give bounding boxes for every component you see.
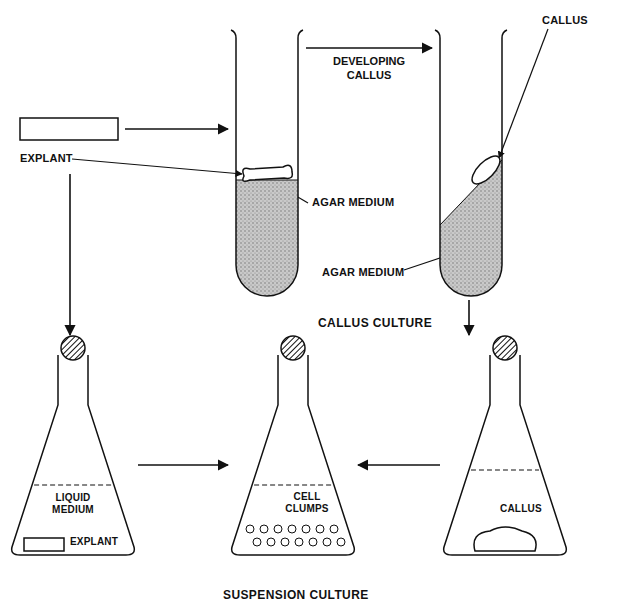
part-label: CALLUS: [542, 14, 588, 27]
explant-rect: [24, 538, 64, 551]
agar-medium: [440, 160, 502, 296]
explant-piece-shape: [15, 112, 125, 174]
explant-piece: [243, 165, 292, 181]
culture-flask: LIQUID MEDIUM EXPLANT: [8, 335, 138, 560]
part-label: AGAR MEDIUM: [312, 196, 394, 209]
section-caption: SUSPENSION CULTURE: [223, 588, 369, 602]
explant-rect: [20, 118, 118, 140]
cell-clump: [330, 525, 338, 533]
tube-outline: [231, 30, 303, 296]
part-label: EXPLANT: [20, 152, 73, 165]
test-tube: AGAR MEDIUM: [228, 30, 306, 300]
cell-clump: [267, 538, 275, 546]
cell-clump: [260, 525, 268, 533]
callus-mass: [468, 152, 505, 189]
part-label: EXPLANT: [70, 536, 118, 548]
process-arrow: [125, 128, 228, 130]
process-arrow: [69, 174, 71, 335]
flask-outline: [444, 355, 567, 555]
cell-clump: [253, 538, 261, 546]
leader-line: [499, 29, 548, 158]
process-arrow: [358, 464, 440, 466]
culture-flask-shape: [228, 335, 358, 560]
cell-clump: [323, 538, 331, 546]
test-tube: CALLUSAGAR MEDIUM: [432, 30, 510, 300]
cell-clump: [295, 538, 303, 546]
cell-clump: [309, 538, 317, 546]
arrow-label: DEVELOPING CALLUS: [319, 54, 419, 84]
part-label: LIQUID MEDIUM: [43, 492, 103, 516]
cotton-plug: [281, 336, 305, 360]
culture-flask: CALLUS: [440, 335, 570, 560]
cell-clump: [288, 525, 296, 533]
liquid-level: [34, 484, 112, 485]
culture-flask: CELL CLUMPS: [228, 335, 358, 560]
culture-flask-shape: [440, 335, 570, 560]
flask-outline: [232, 355, 355, 555]
process-arrow: [138, 464, 228, 466]
culture-flask-shape: [8, 335, 138, 560]
liquid-level: [254, 484, 332, 485]
cotton-plug: [61, 336, 85, 360]
process-arrow: [468, 300, 470, 335]
cell-clump: [337, 538, 345, 546]
agar-medium: [236, 180, 298, 296]
leader-line: [72, 159, 242, 174]
cotton-plug: [493, 336, 517, 360]
explant-piece: EXPLANT: [15, 112, 125, 174]
process-arrow: [306, 47, 432, 49]
callus-mass: [474, 527, 536, 551]
cell-clump: [316, 525, 324, 533]
cell-clump: [246, 525, 254, 533]
liquid-level: [471, 469, 539, 470]
part-label: AGAR MEDIUM: [322, 266, 404, 279]
flask-outline: [12, 355, 135, 555]
cell-clump: [281, 538, 289, 546]
test-tube-shape: [432, 30, 510, 300]
cell-clump: [302, 525, 310, 533]
part-label: CALLUS: [500, 503, 542, 515]
section-caption: CALLUS CULTURE: [318, 316, 432, 330]
tube-outline: [435, 30, 507, 296]
part-label: CELL CLUMPS: [283, 491, 331, 515]
test-tube-shape: [228, 30, 306, 300]
cell-clump: [274, 525, 282, 533]
